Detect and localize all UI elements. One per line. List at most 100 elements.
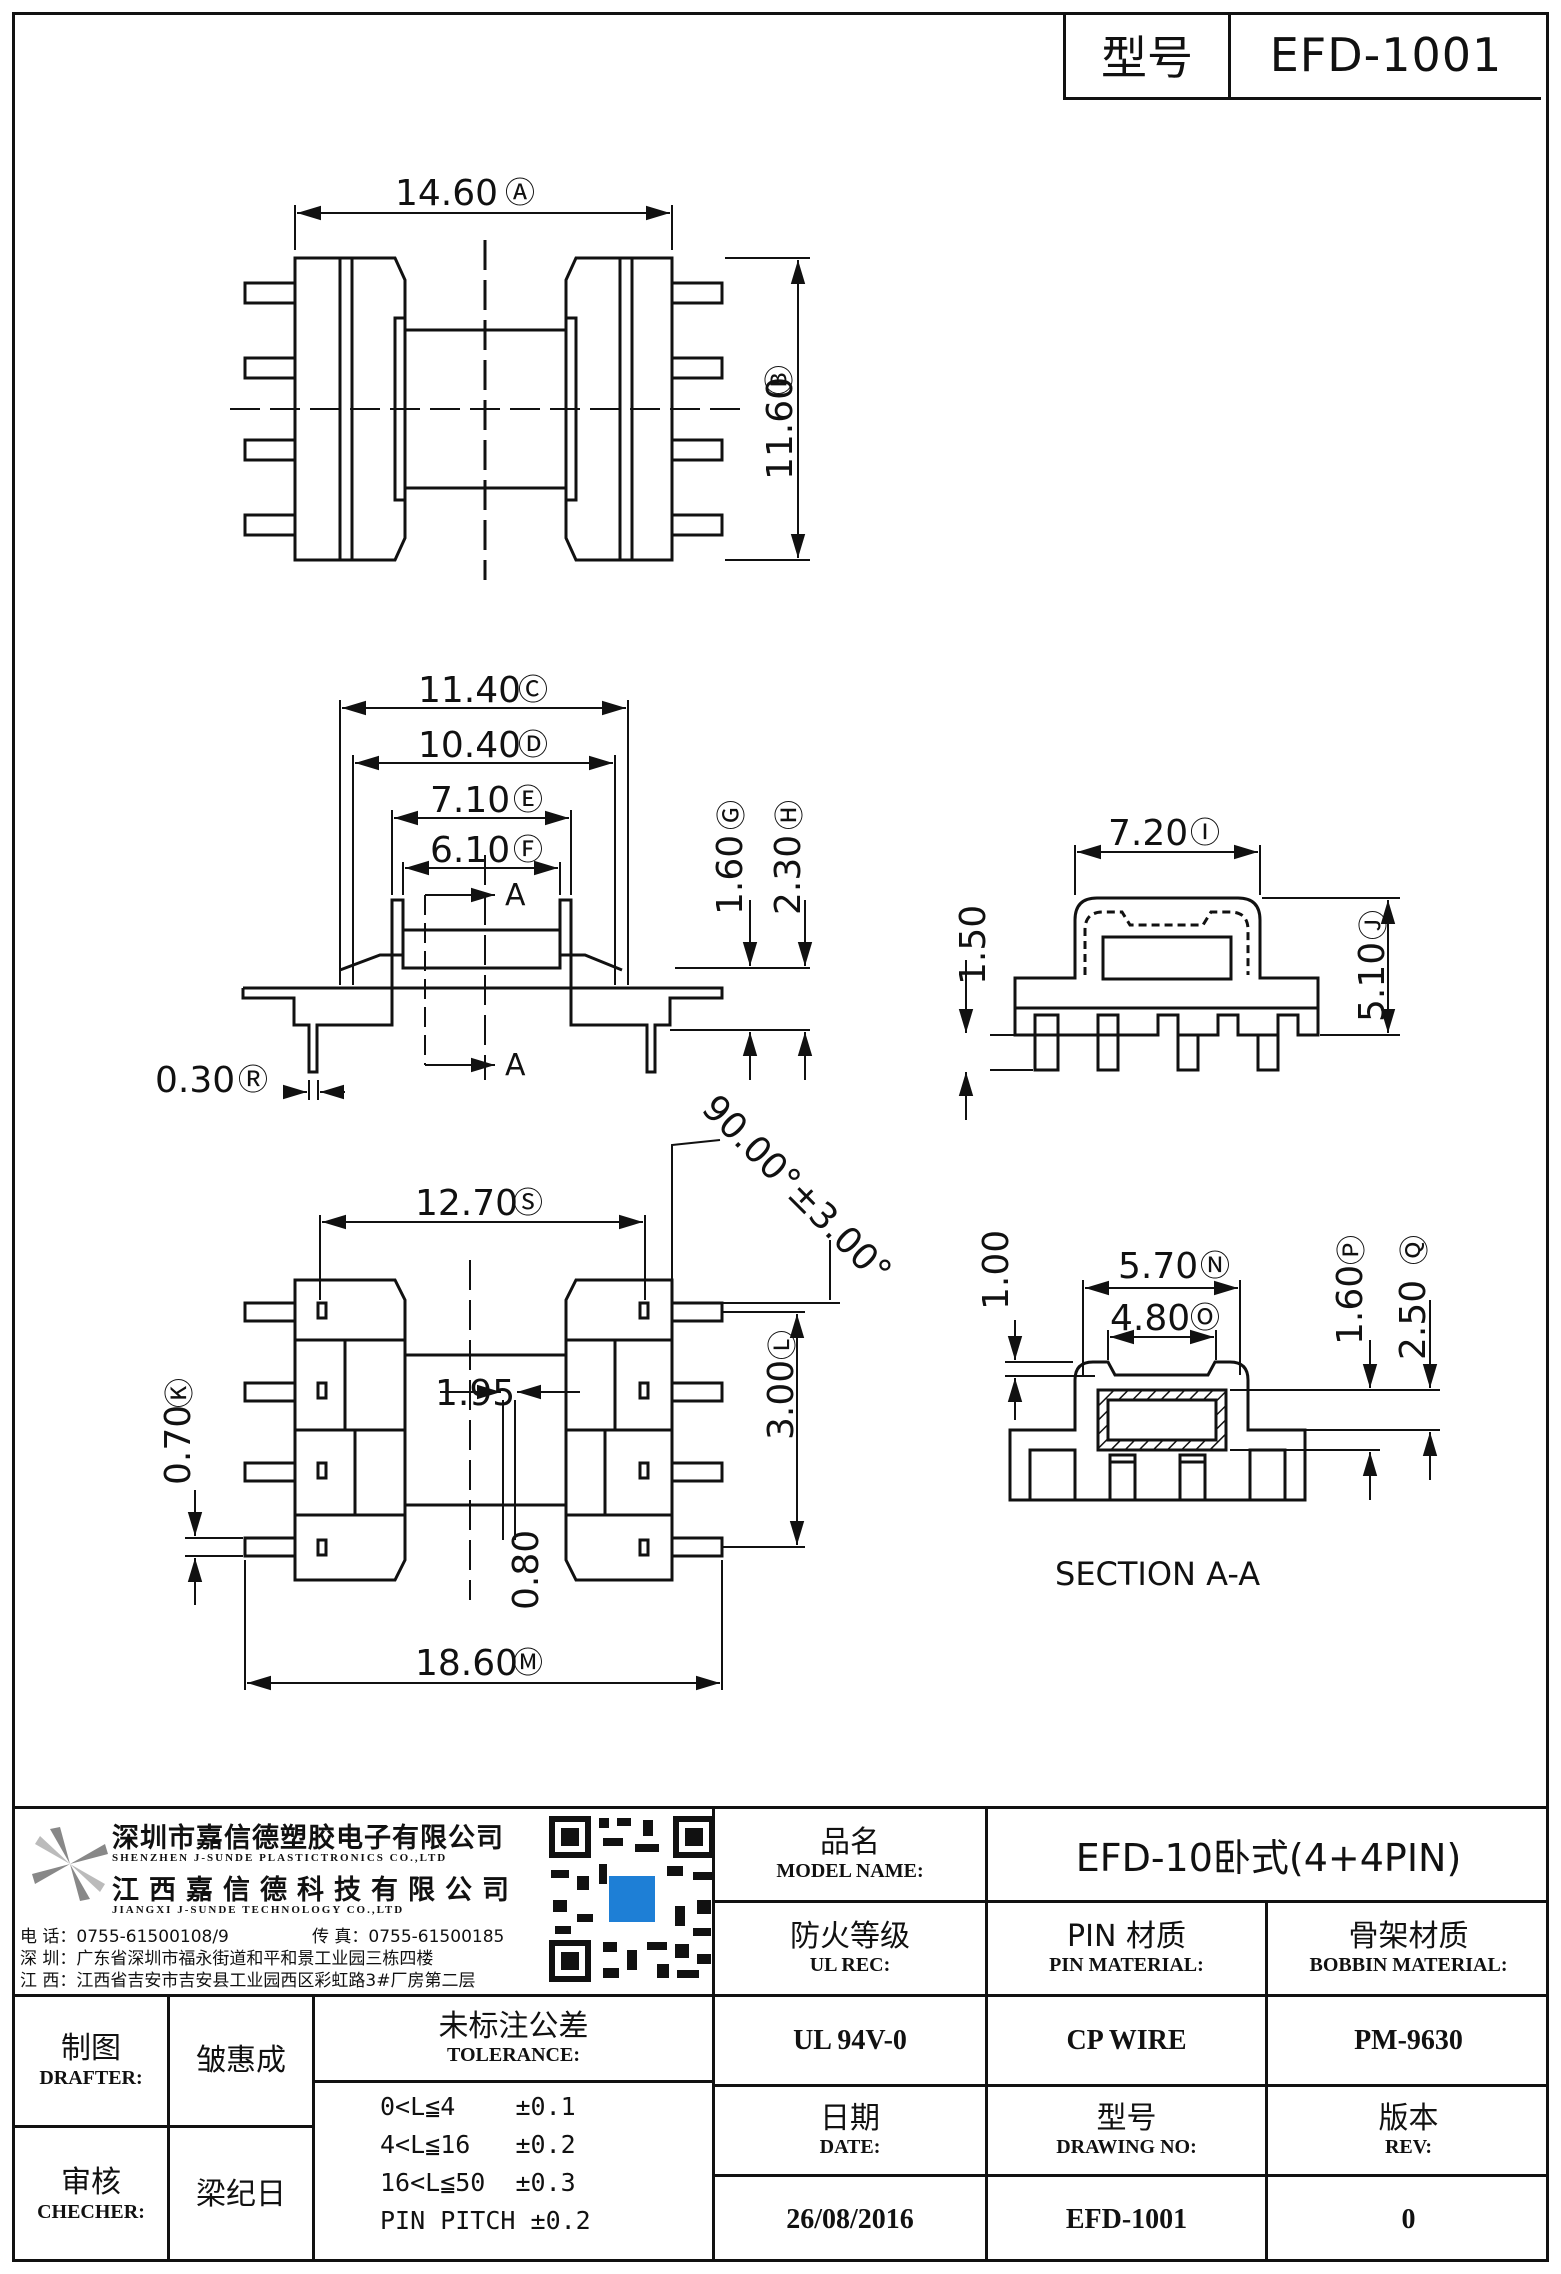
dim-f-tag: Ⓕ: [513, 833, 543, 868]
dim-p: 1.60: [1330, 1265, 1371, 1345]
dim-m-tag: Ⓜ: [513, 1646, 543, 1681]
pin-material-value: CP WIRE: [1066, 2024, 1187, 2056]
dim-150: 1.50: [953, 905, 994, 985]
dim-e-tag: Ⓔ: [513, 783, 543, 818]
tolerance-row: PIN PITCH ±0.2: [380, 2206, 591, 2235]
company-addr-sz: 深 圳：广东省深圳市福永街道和平和景工业园三栋四楼: [20, 1949, 434, 1969]
dim-l-tag: Ⓛ: [766, 1330, 801, 1360]
dim-b-tag: Ⓑ: [763, 365, 798, 395]
divider: [712, 1994, 1549, 1997]
title-block-frame: [12, 1806, 1549, 2262]
company-addr-jx: 江 西：江西省吉安市吉安县工业园西区彩虹路3#厂房第二层: [20, 1971, 476, 1991]
dim-h: 2.30: [768, 835, 809, 915]
dim-100: 1.00: [976, 1230, 1017, 1310]
divider: [312, 2080, 712, 2083]
bobbin-material-value: PM-9630: [1354, 2024, 1463, 2056]
tolerance-row: 0<L≦4 ±0.1: [380, 2092, 576, 2121]
divider: [712, 1900, 1549, 1903]
dim-q-tag: Ⓠ: [1398, 1235, 1433, 1265]
dim-g-tag: Ⓖ: [715, 800, 750, 830]
company-info: 深圳市嘉信德塑胶电子有限公司 SHENZHEN J-SUNDE PLASTICT…: [12, 1806, 717, 1994]
dim-o-tag: Ⓞ: [1190, 1301, 1220, 1336]
dim-o: 4.80: [1110, 1298, 1190, 1339]
dim-f: 6.10: [430, 830, 510, 871]
tolerance-table: 0<L≦4 ±0.1 4<L≦16 ±0.2 16<L≦50 ±0.3 PIN …: [380, 2092, 591, 2244]
dim-d-tag: Ⓓ: [518, 728, 548, 763]
date-value: 26/08/2016: [786, 2203, 914, 2235]
dim-i-tag: Ⓘ: [1190, 816, 1220, 851]
company-name-sz: 深圳市嘉信德塑胶电子有限公司: [112, 1823, 504, 1854]
dim-g: 1.60: [710, 835, 751, 915]
dim-angle: 90.00°±3.00°: [694, 1087, 899, 1292]
dim-m: 18.60: [415, 1643, 518, 1684]
drawing-no-label: 型号 DRAWING NO:: [1056, 2100, 1197, 2159]
model-name-value: EFD-10卧式(4+4PIN): [1075, 1836, 1462, 1880]
dim-s: 12.70: [415, 1183, 518, 1224]
divider: [12, 2125, 315, 2128]
dim-k: 0.70: [158, 1405, 199, 1485]
dim-b: 11.60: [760, 377, 801, 480]
header-model-tag: 型号 EFD-1001: [1063, 12, 1541, 100]
dim-n: 5.70: [1118, 1246, 1198, 1287]
company-logo-icon: [32, 1827, 108, 1901]
date-label: 日期 DATE:: [819, 2100, 881, 2159]
divider: [712, 1806, 715, 2262]
company-en-jx: JIANGXI J-SUNDE TECHNOLOGY CO.,LTD: [112, 1904, 405, 1916]
drafter-label: 制图 DRAFTER:: [39, 2031, 143, 2089]
dim-c: 11.40: [418, 670, 521, 711]
divider: [1265, 1900, 1268, 2262]
divider: [312, 1994, 315, 2262]
dim-s-tag: Ⓢ: [513, 1186, 543, 1221]
dim-a: 14.60: [395, 173, 498, 214]
section-label: SECTION A-A: [1055, 1555, 1260, 1593]
divider: [167, 1994, 170, 2262]
rev-label: 版本 REV:: [1378, 2100, 1439, 2159]
dim-080: 0.80: [506, 1530, 547, 1610]
qr-logo-icon: [609, 1876, 655, 1922]
section-marker-top: A: [505, 878, 526, 913]
end-view: [958, 844, 1400, 1120]
dim-d: 10.40: [418, 725, 521, 766]
dim-j: 5.10: [1352, 942, 1393, 1022]
dim-r: 0.30: [155, 1060, 235, 1101]
dim-i: 7.20: [1108, 813, 1188, 854]
technical-drawing: 14.60 Ⓐ 11.60 Ⓑ 11.40 Ⓒ 10.40 Ⓓ 7.10 Ⓔ 6…: [155, 173, 1440, 1691]
dim-e: 7.10: [430, 780, 510, 821]
section-a-a: [1005, 1280, 1440, 1502]
bottom-view: [185, 1139, 840, 1691]
divider: [985, 1806, 988, 2262]
tolerance-row: 16<L≦50 ±0.3: [380, 2168, 576, 2197]
header-label: 型号: [1066, 12, 1231, 97]
dim-h-tag: Ⓗ: [773, 800, 808, 830]
sheet-border: [12, 12, 1549, 2262]
side-view: [241, 700, 813, 1100]
dim-p-tag: Ⓟ: [1335, 1235, 1370, 1265]
dim-c-tag: Ⓒ: [518, 673, 548, 708]
model-name-label: 品名 MODEL NAME:: [776, 1824, 924, 1883]
section-marker-bottom: A: [505, 1048, 526, 1083]
header-model: EFD-1001: [1269, 27, 1503, 82]
tolerance-label: 未标注公差 TOLERANCE:: [438, 2008, 589, 2067]
company-tel: 电 话：0755-61500108/9: [20, 1927, 229, 1947]
top-view: [230, 205, 810, 580]
ul-value: UL 94V-0: [793, 2024, 907, 2056]
tolerance-row: 4<L≦16 ±0.2: [380, 2130, 576, 2159]
rev-value: 0: [1401, 2203, 1416, 2235]
checker-value: 梁纪日: [196, 2176, 286, 2212]
pin-material-label: PIN 材质 PIN MATERIAL:: [1049, 1918, 1204, 1977]
divider: [712, 2174, 1549, 2177]
company-name-jx: 江西嘉信德科技有限公司: [112, 1875, 519, 1906]
dim-a-tag: Ⓐ: [505, 176, 535, 211]
bobbin-material-label: 骨架材质 BOBBIN MATERIAL:: [1309, 1918, 1508, 1977]
dim-n-tag: Ⓝ: [1200, 1249, 1230, 1284]
dim-k-tag: Ⓚ: [163, 1378, 198, 1408]
dim-j-tag: Ⓙ: [1357, 910, 1392, 940]
dim-q: 2.50: [1393, 1280, 1434, 1360]
dim-r-tag: Ⓡ: [238, 1063, 268, 1098]
divider: [12, 1994, 712, 1997]
drawing-no-value: EFD-1001: [1065, 2203, 1188, 2235]
checker-label: 审核 CHECHER:: [37, 2165, 145, 2223]
dim-195: 1.95: [435, 1373, 515, 1414]
dim-l: 3.00: [761, 1360, 802, 1440]
